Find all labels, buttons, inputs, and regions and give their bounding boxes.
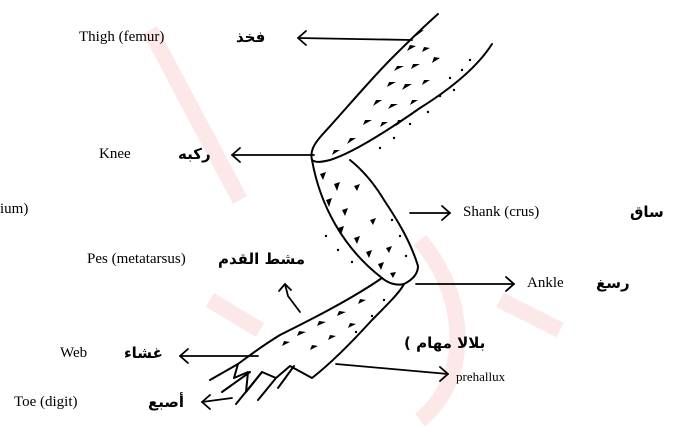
arrow-toe — [202, 395, 232, 409]
arrow-thigh — [298, 31, 412, 45]
prehallux-label-arabic: بلالا مهام ) — [404, 336, 485, 351]
shank-label-arabic: ساق — [630, 205, 664, 220]
thigh-label-arabic: فخذ — [236, 30, 265, 45]
web-label: Web — [60, 346, 87, 361]
ankle-label-arabic: رسغ — [596, 276, 630, 291]
shank-label: Shank (crus) — [463, 205, 539, 220]
toe-label-arabic: أصبع — [148, 395, 184, 410]
arrow-shank — [410, 206, 450, 220]
arrow-knee — [232, 148, 314, 162]
prehallux-label: prehallux — [456, 370, 505, 383]
arrow-web — [180, 349, 258, 363]
pes-label: Pes (metatarsus) — [87, 252, 186, 267]
toe-label: Toe (digit) — [14, 395, 78, 410]
arrow-ankle — [416, 277, 514, 291]
watermark — [150, 30, 560, 420]
knee-label: Knee — [99, 147, 131, 162]
knee-label-arabic: ركبه — [178, 147, 211, 162]
pes-label-arabic: مشط القدم — [218, 252, 305, 267]
web-label-arabic: غشاء — [124, 346, 163, 361]
arrow-prehallux — [336, 364, 448, 381]
ankle-label: Ankle — [527, 276, 564, 291]
arrow-pes — [279, 284, 300, 312]
thigh-label: Thigh (femur) — [79, 30, 164, 45]
truncated-label: ium) — [0, 202, 28, 217]
